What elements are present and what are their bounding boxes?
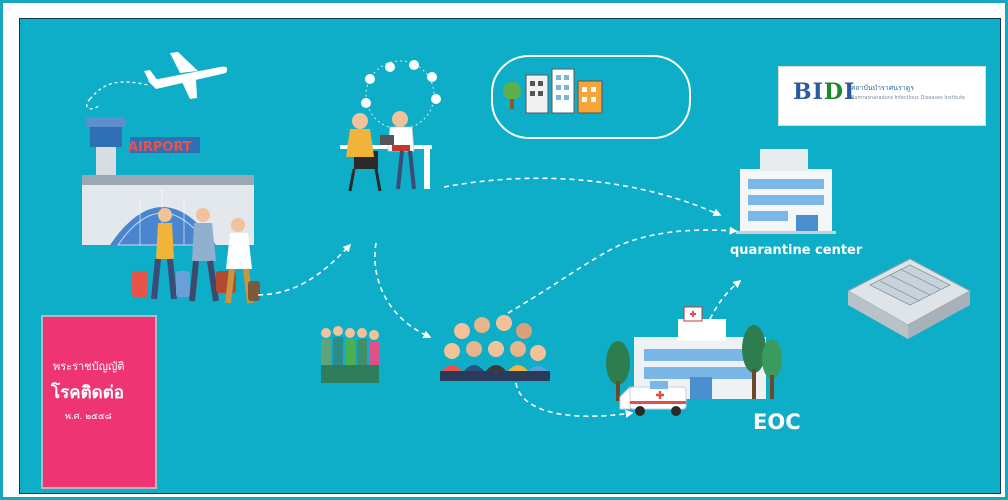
crowd-icon [440,315,550,381]
eoc-label: EOC [753,410,801,434]
book-title-line3: พ.ศ. ๒๕๕๘ [65,412,112,422]
book-title-line2: โรคติดต่อ [51,383,124,403]
travelers-icon [132,208,260,304]
book-title-line1: พระราชบัญญัติ [53,360,125,373]
ambulance-icon [619,381,687,416]
consultation-icon [340,60,441,192]
quarantine-building-icon [736,149,836,234]
environment-icon [503,68,603,114]
bidi-english-name: Bamrasnaradura Infectious Diseases Insti… [851,95,966,101]
environment-box [491,55,691,139]
diagram-panel: AIRPORT [19,18,1001,494]
bidi-thai-name: สถาบันบำราศนราดูร [851,84,914,92]
hospital-icon [606,306,782,401]
isolation-ward-icon [846,258,972,339]
bidi-logo-mark: BIDI [793,79,856,105]
quarantine-center-label: quarantine center [730,243,863,258]
bidi-logo: BIDI สถาบันบำราศนราดูร Bamrasnaradura In… [778,66,986,126]
healthcare-workers-icon [321,326,379,383]
airport-sign: AIRPORT [128,140,192,155]
law-book-icon: พระราชบัญญัติ โรคติดต่อ พ.ศ. ๒๕๕๘ [41,315,157,489]
airplane-icon [86,52,228,110]
